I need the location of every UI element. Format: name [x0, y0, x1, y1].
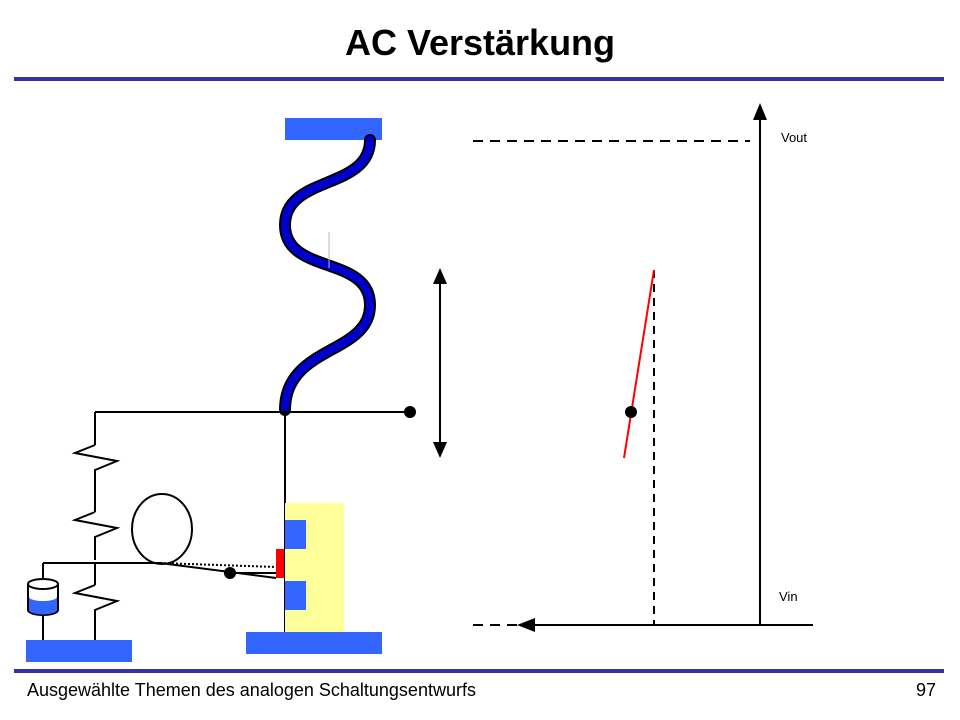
transistor-gate: [276, 549, 284, 578]
page-number: 97: [915, 680, 936, 700]
vout-axis-label: Vout: [781, 130, 807, 145]
operating-point: [625, 406, 637, 418]
ac-source-lead: [159, 562, 277, 579]
swing-arrow-head-down: [433, 442, 447, 458]
transistor-drain-region: [285, 520, 306, 549]
slide-title: AC Verstärkung: [344, 22, 616, 63]
gain-slope-line: [623, 269, 655, 459]
bias-resistor-lower: [71, 584, 121, 640]
footer-course-title: Ausgewählte Themen des analogen Schaltun…: [27, 680, 476, 700]
ac-source: [131, 493, 193, 565]
ground-plate-transistor: [246, 632, 382, 654]
ground-plate-left: [26, 640, 132, 662]
capacitor-cup-rim: [27, 578, 59, 590]
ac-source-dotted-link: [159, 562, 277, 568]
bias-resistor-upper: [71, 444, 121, 488]
vout-axis-arrowhead: [753, 103, 767, 120]
transistor-source-region: [285, 581, 306, 610]
capacitor-cup-fill: [29, 597, 57, 615]
output-node: [404, 406, 416, 418]
spring-load: [280, 136, 375, 414]
footer-divider: [14, 669, 944, 673]
bias-resistor-middle: [71, 511, 121, 560]
vin-axis-label: Vin: [779, 589, 798, 604]
title-divider: [14, 77, 944, 81]
swing-arrow-head-up: [433, 268, 447, 284]
supply-plate-top: [285, 118, 382, 140]
vin-axis-arrowhead: [517, 618, 535, 632]
